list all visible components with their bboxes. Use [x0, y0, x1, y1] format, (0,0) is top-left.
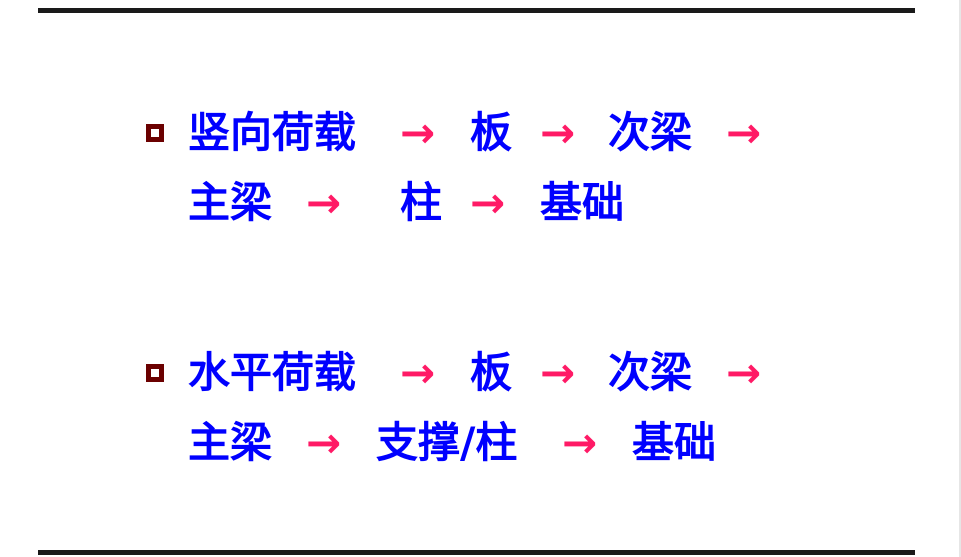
item-1-slab: 板 [470, 108, 513, 157]
item-2-main-beam: 主梁 [188, 418, 273, 467]
item-2-line-1: 水平荷载 → 板 → 次梁 → [0, 348, 961, 398]
item-1-main-beam: 主梁 [188, 178, 273, 227]
bottom-rule [38, 550, 915, 555]
item-2-bracing-column: 支撑/柱 [376, 418, 518, 467]
arrow-right-icon: → [400, 108, 436, 157]
item-1-secondary-beam: 次梁 [608, 108, 693, 157]
arrow-right-icon: → [306, 418, 342, 467]
arrow-right-icon: → [470, 178, 506, 227]
item-1-column: 柱 [400, 178, 443, 227]
item-1-line-1: 竖向荷载 → 板 → 次梁 → [0, 108, 961, 158]
arrow-right-icon: → [306, 178, 342, 227]
square-bullet-icon [146, 124, 164, 142]
square-bullet-icon [146, 364, 164, 382]
item-2-line-2: 主梁 → 支撑/柱 → 基础 [0, 418, 961, 468]
arrow-right-icon: → [726, 348, 762, 397]
top-rule [38, 8, 915, 13]
arrow-right-icon: → [562, 418, 598, 467]
arrow-right-icon: → [540, 108, 576, 157]
item-2-secondary-beam: 次梁 [608, 348, 693, 397]
arrow-right-icon: → [400, 348, 436, 397]
item-1-foundation: 基础 [540, 178, 625, 227]
right-edge-divider [959, 0, 961, 557]
item-2-foundation: 基础 [632, 418, 717, 467]
item-2-slab: 板 [470, 348, 513, 397]
item-2-load-type: 水平荷载 [188, 348, 357, 397]
item-1-load-type: 竖向荷载 [188, 108, 357, 157]
arrow-right-icon: → [726, 108, 762, 157]
arrow-right-icon: → [540, 348, 576, 397]
item-1-line-2: 主梁 → 柱 → 基础 [0, 178, 961, 228]
